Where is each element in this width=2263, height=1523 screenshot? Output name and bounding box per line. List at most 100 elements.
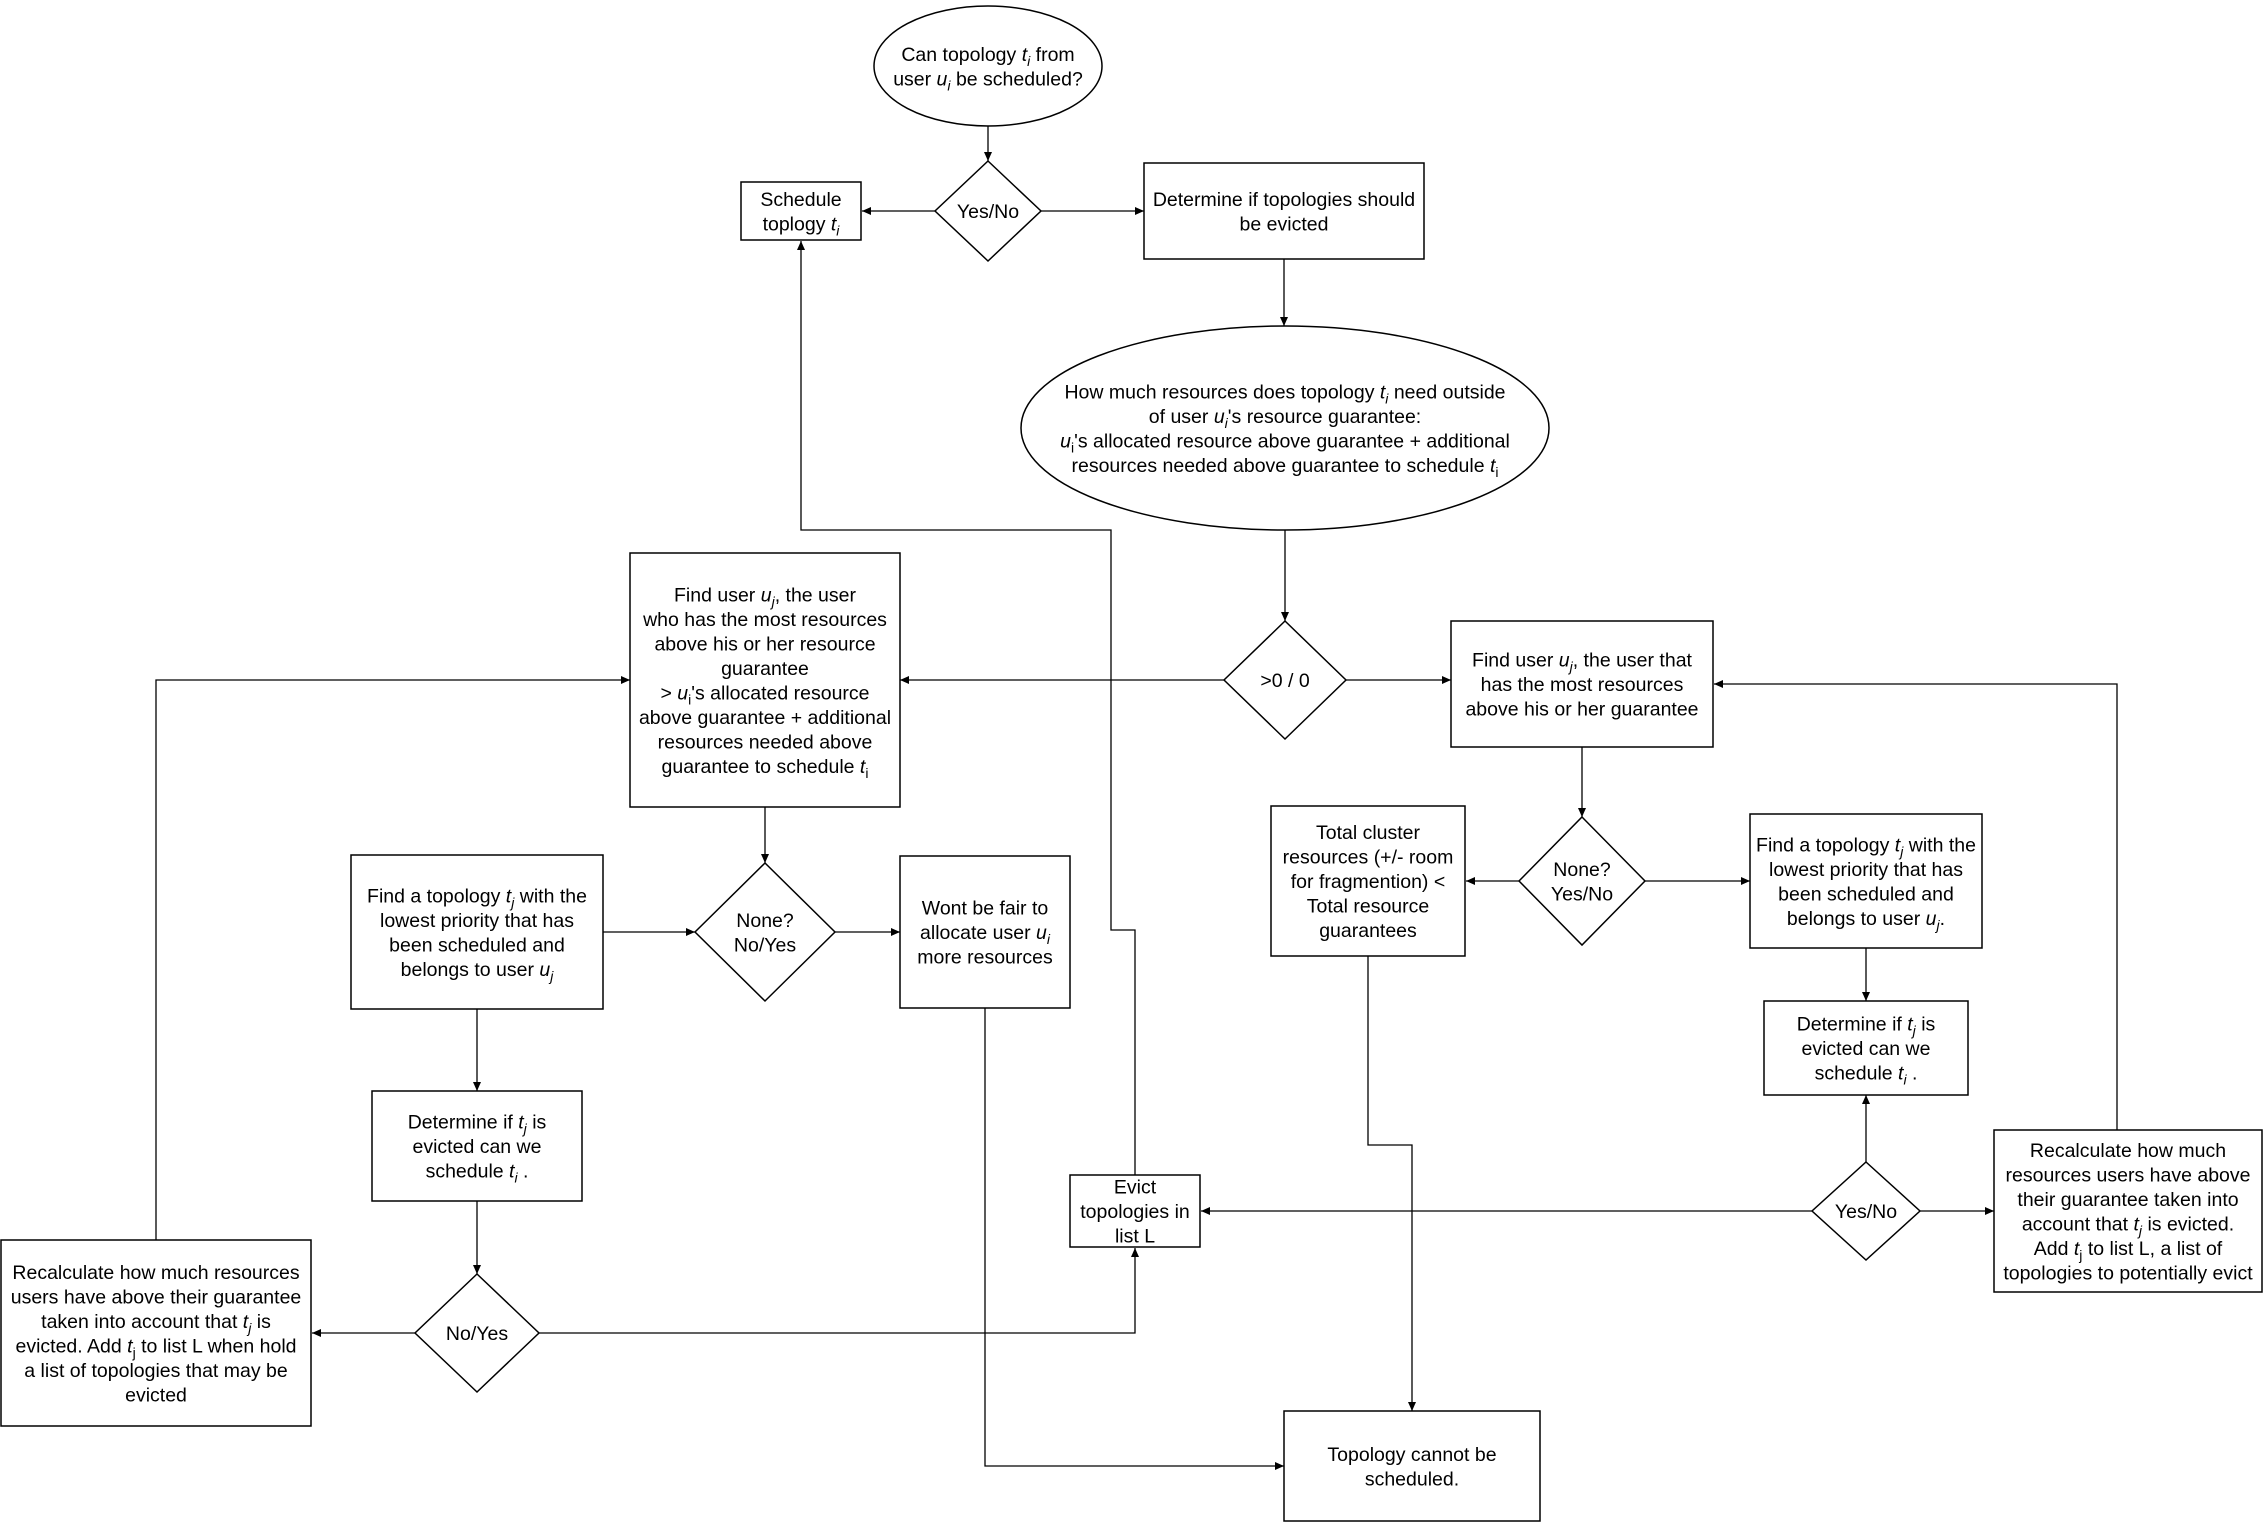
node-recalc-right-text: Recalculate how much (2030, 1140, 2226, 1162)
node-schedule-rect (740, 181, 862, 241)
node-d2-text: >0 / 0 (1260, 670, 1309, 692)
node-find-topo-left-text: u (539, 959, 550, 981)
node-find-right-text: , the user that (1573, 650, 1693, 672)
node-find-left-text: who has the most resources (642, 609, 887, 631)
node-recalc-left-line: a list of topologies that may be (24, 1360, 287, 1382)
node-evict-line: list L (1115, 1226, 1155, 1248)
node-find-right-line: Find user uj, the user that (1472, 650, 1693, 675)
node-find-left-rect (629, 552, 901, 808)
node-det-left-rect (371, 1090, 583, 1202)
node-find-topo-left-text: Find a topology (367, 885, 506, 907)
node-recalc-left-text: users have above their guarantee (11, 1286, 302, 1308)
node-evict-q-line: be evicted (1240, 213, 1329, 235)
node-recalc-left-text: taken into account that (41, 1311, 243, 1333)
node-howmuch-line: of user ui's resource guarantee: (1149, 406, 1421, 431)
node-notfair-text: i (1047, 931, 1051, 947)
node-find-left-text: u (677, 682, 688, 704)
node-d4-diamond (1517, 815, 1647, 947)
node-howmuch-line: How much resources does topology ti need… (1064, 381, 1505, 406)
node-evict-text: list L (1115, 1226, 1155, 1248)
node-total-text: Total resource (1307, 896, 1429, 918)
node-total-text: guarantees (1319, 920, 1417, 942)
node-d5-label: No/Yes (446, 1323, 508, 1345)
node-total-line: for fragmention) < (1291, 871, 1445, 893)
node-recalc-right-line: account that tj is evicted. (2022, 1213, 2234, 1238)
node-recalc-right-text: j (2137, 1222, 2143, 1238)
node-recalc-left-line: taken into account that tj is (41, 1311, 271, 1336)
node-d1-text: Yes/No (957, 201, 1019, 223)
node-d3-text: No/Yes (734, 934, 796, 956)
node-find-right-text: Find user (1472, 650, 1559, 672)
node-notfair-text: Wont be fair to (922, 898, 1049, 920)
node-find-topo-left-line: Find a topology tj with the (367, 885, 587, 910)
node-howmuch-text: How much resources does topology (1064, 381, 1379, 403)
node-howmuch-text: u (1214, 406, 1225, 428)
node-det-left-text: . (518, 1161, 529, 1183)
node-d5: No/Yes (413, 1272, 541, 1394)
node-find-left-text: j (770, 593, 776, 609)
node-find-right-text: above his or her guarantee (1465, 699, 1698, 721)
node-evict-q-text: Determine if topologies should (1153, 189, 1415, 211)
node-find-left-text: i (688, 691, 691, 707)
node-find-topo-right-line: Find a topology tj with the (1756, 834, 1976, 859)
node-find-left-line: > ui's allocated resource (660, 682, 869, 707)
node-total-line: Total cluster (1316, 822, 1421, 844)
node-start-text: i (947, 77, 951, 93)
node-total-text: Total cluster (1316, 822, 1421, 844)
node-find-left-text: guarantee (721, 658, 809, 680)
node-recalc-right-text: resources users have above (2006, 1164, 2251, 1186)
node-det-left-line: Determine if tj is (408, 1112, 547, 1137)
node-find-left-text: t (860, 756, 867, 778)
node-find-left-line: guarantee (721, 658, 809, 680)
node-howmuch-text: i (1071, 439, 1074, 455)
node-det-left-text: Determine if (408, 1112, 519, 1134)
node-d4-line: Yes/No (1551, 883, 1613, 905)
node-notfair-text: allocate user (920, 922, 1036, 944)
node-recalc-left-text: to list L when hold (136, 1335, 297, 1357)
node-howmuch-text: i (1225, 415, 1229, 431)
node-d6-line: Yes/No (1835, 1201, 1897, 1223)
node-det-right-text: evicted can we (1802, 1038, 1931, 1060)
node-recalc-left-text: j (246, 1320, 252, 1336)
node-find-topo-left-text: with the (514, 885, 587, 907)
node-recalc-left-text: evicted. Add (15, 1335, 127, 1357)
node-find-right-text: has the most resources (1481, 674, 1684, 696)
node-d1-line: Yes/No (957, 201, 1019, 223)
node-recalc-left-text: t (243, 1311, 250, 1333)
node-evict-q-rect (1143, 162, 1425, 260)
node-d4-text: Yes/No (1551, 883, 1613, 905)
node-find-right-line: has the most resources (1481, 674, 1684, 696)
node-start-text: i (1027, 53, 1031, 69)
node-howmuch-label: How much resources does topology ti need… (1060, 381, 1510, 480)
node-howmuch-ellipse (1020, 325, 1550, 531)
node-det-right-text: i (1903, 1072, 1907, 1088)
node-recalc-left-rect (0, 1239, 312, 1427)
node-d3-text: None? (736, 910, 794, 932)
node-total-line: Total resource (1307, 896, 1429, 918)
node-find-topo-right-line: been scheduled and (1778, 883, 1954, 905)
node-det-left-text: evicted can we (413, 1136, 542, 1158)
node-find-topo-right-text: t (1895, 834, 1902, 856)
node-d2-label: >0 / 0 (1260, 670, 1309, 692)
node-d2-line: >0 / 0 (1260, 670, 1309, 692)
node-recalc-left-text: j (132, 1344, 136, 1360)
node-det-right-text: Determine if (1797, 1014, 1908, 1036)
node-start-ellipse (873, 5, 1103, 127)
node-find-topo-right-text: . (1940, 908, 1945, 930)
node-start-text: u (937, 68, 948, 90)
node-schedule-text: i (836, 222, 840, 238)
edge-recalc-right-to-find-right (1714, 680, 2118, 1130)
node-det-left-line: evicted can we (413, 1136, 542, 1158)
node-d4-text: None? (1553, 859, 1611, 881)
